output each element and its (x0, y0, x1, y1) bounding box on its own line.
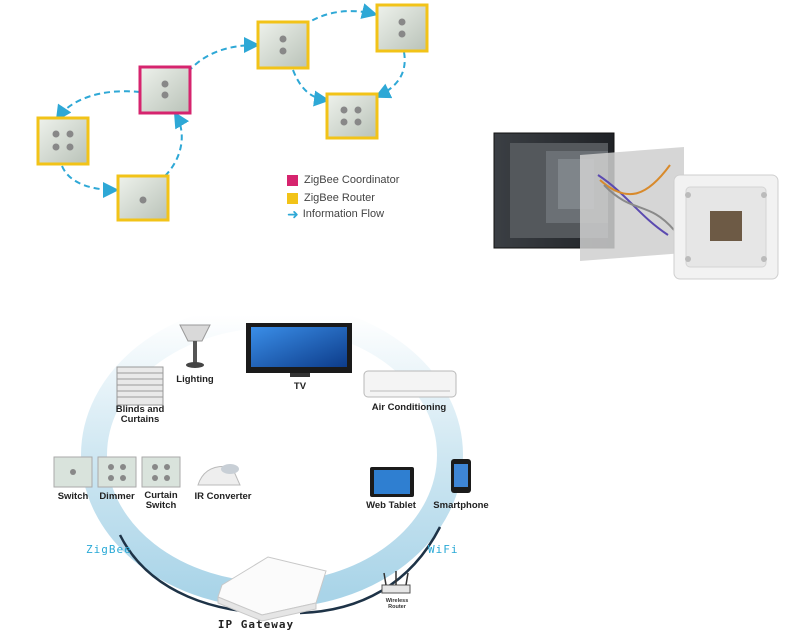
tv-label: TV (293, 381, 307, 392)
ip-gateway-label: IP Gateway (217, 618, 295, 631)
home-automation-ring (53, 302, 471, 622)
coordinator-swatch (287, 174, 298, 186)
arrow-right-icon: ➜ (287, 205, 299, 222)
wireless-router-label: Wireless Router (385, 598, 409, 610)
dimmer-label: Dimmer (99, 491, 135, 502)
tv-icon (246, 323, 352, 377)
curtain-switch-label: Curtain Switch (144, 490, 178, 511)
dimmer-icon (97, 456, 137, 488)
zigbee-router-node (36, 116, 90, 166)
legend-router: ZigBee Router (287, 192, 375, 204)
zigbee-router-node (325, 92, 379, 140)
zigbee-coordinator-node (138, 65, 192, 115)
legend-coordinator: ZigBee Coordinator (287, 174, 399, 186)
legend-flow-label: Information Flow (302, 208, 385, 220)
wifi-network-label: WiFi (428, 543, 459, 556)
zigbee-router-node (256, 20, 310, 70)
switch-exploded-illustration (493, 132, 779, 280)
curtain-switch-icon (141, 456, 181, 488)
zigbee-router-node (116, 174, 170, 222)
legend-coordinator-label: ZigBee Coordinator (304, 174, 400, 186)
legend-router-label: ZigBee Router (304, 192, 375, 204)
zigbee-router-node (375, 3, 429, 53)
smartphone-label: Smartphone (433, 500, 489, 511)
mesh-network-diagram (36, 3, 429, 222)
lighting-label: Lighting (176, 374, 214, 385)
air-conditioning-label: Air Conditioning (371, 402, 447, 413)
legend-flow: ➜ Information Flow (287, 205, 385, 222)
lamp-icon (179, 324, 211, 368)
smartphone-icon (451, 459, 471, 493)
information-flow-arrows (55, 3, 406, 198)
air-conditioner-icon (363, 370, 457, 398)
blinds-label: Blinds and Curtains (115, 404, 165, 425)
switch-icon (53, 456, 93, 488)
ir-converter-label: IR Converter (194, 491, 252, 502)
wireless-router-icon (381, 571, 411, 594)
zigbee-network-label: ZigBee (86, 543, 132, 556)
gateway-icon (217, 556, 327, 622)
switch-label: Switch (57, 491, 89, 502)
tablet-icon (370, 467, 414, 497)
blinds-icon (116, 366, 164, 406)
ir-converter-icon (197, 464, 241, 486)
router-swatch (287, 192, 298, 204)
web-tablet-label: Web Tablet (366, 500, 416, 511)
